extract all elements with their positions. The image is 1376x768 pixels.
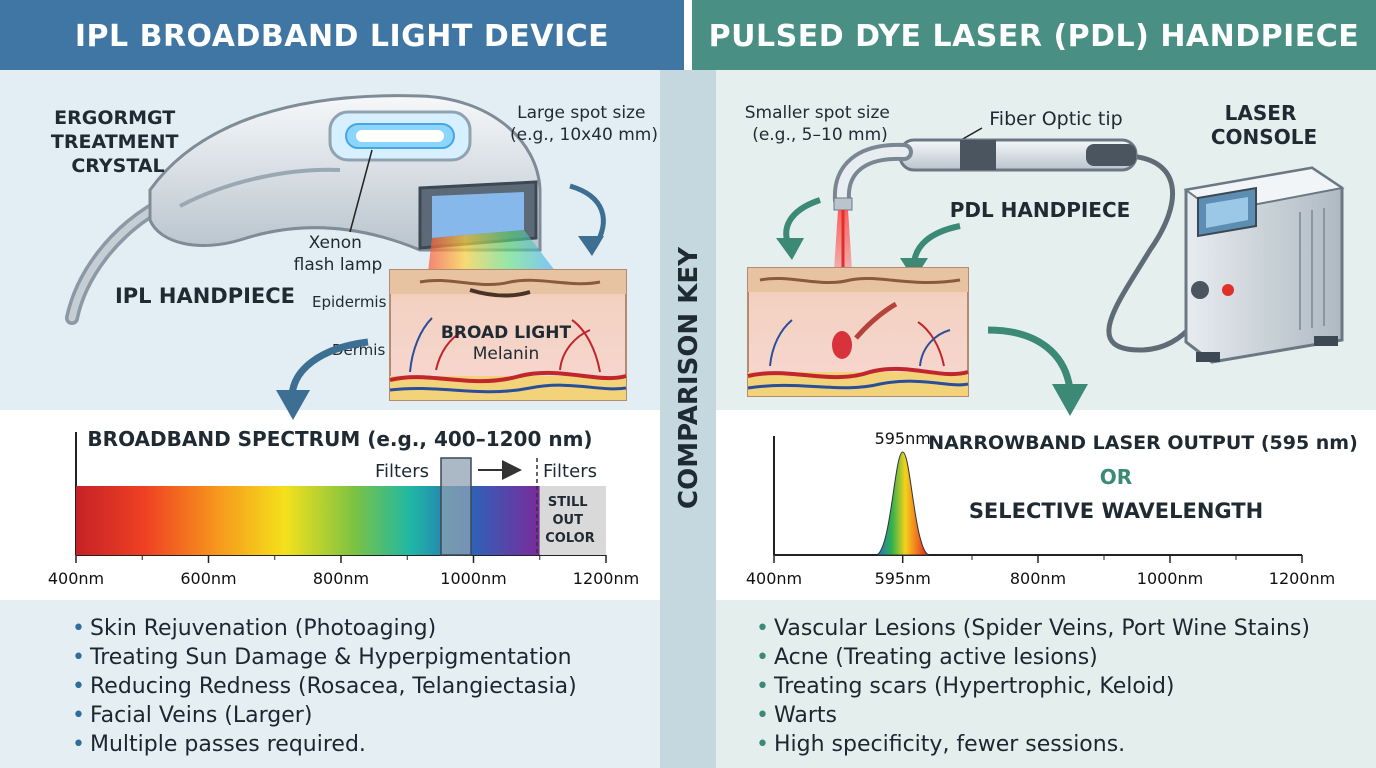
ipl-spectrum-title: BROADBAND SPECTRUM (e.g., 400–1200 nm) (87, 427, 592, 451)
ipl-indication-item: Treating Sun Damage & Hyperpigmentation (70, 643, 577, 672)
pdl-console-label: LASER CONSOLE (1211, 101, 1317, 149)
pdl-narrowband-peak (876, 451, 930, 556)
ipl-melanin-label: Melanin (473, 344, 540, 364)
pdl-indication-item: Acne (Treating active lesions) (754, 643, 1310, 672)
pdl-x-tick-label: 800nm (1010, 569, 1066, 588)
comparison-key-label: COMPARISON KEY (674, 246, 704, 509)
laser-console-illustration (1183, 166, 1345, 364)
ipl-broad-light-label: BROAD LIGHT (441, 323, 572, 343)
pdl-x-tick-label: 595nm (875, 569, 931, 588)
pdl-x-tick-label: 1200nm (1269, 569, 1335, 588)
pdl-header-bar (692, 0, 1376, 70)
ipl-handpiece-label: IPL HANDPIECE (115, 284, 295, 308)
ipl-still-out-region (539, 486, 606, 555)
pdl-indication-item: Vascular Lesions (Spider Veins, Port Win… (754, 614, 1310, 643)
pdl-spot-size-label: Smaller spot size (e.g., 5–10 mm) (745, 103, 896, 145)
pdl-indication-item: High specificity, fewer sessions. (754, 730, 1310, 759)
ipl-indication-item: Reducing Redness (Rosacea, Telangiectasi… (70, 672, 577, 701)
pdl-or-label: OR (1100, 465, 1132, 489)
ipl-indication-item: Multiple passes required. (70, 730, 577, 759)
ipl-filter-block (440, 457, 472, 556)
pdl-indications-list: Vascular Lesions (Spider Veins, Port Win… (754, 614, 1310, 759)
ipl-still-out-label: STILL OUT COLOR (545, 495, 594, 546)
ipl-filters-right-label: Filters (543, 461, 597, 482)
ipl-skin-cross-section (389, 269, 627, 401)
pdl-x-tick-label: 1000nm (1137, 569, 1203, 588)
pdl-fiber-tip-label: Fiber Optic tip (989, 108, 1122, 130)
ipl-epidermis-label: Epidermis (312, 293, 387, 311)
ipl-arrowhead-bottom (276, 390, 310, 420)
ipl-crystal-label: ERGORMGT TREATMENT CRYSTAL (51, 107, 185, 177)
pdl-selective-label: SELECTIVE WAVELENGTH (969, 499, 1263, 523)
comparison-divider (660, 70, 716, 768)
ipl-x-tick-label: 1200nm (573, 569, 639, 588)
pdl-arrowhead-left (776, 238, 804, 260)
header-gap (684, 0, 692, 70)
pdl-arrowhead-bottom (1052, 384, 1088, 416)
pdl-chart-bg (716, 410, 1376, 600)
pdl-peak-label: 595nm (875, 429, 931, 448)
pdl-indication-item: Warts (754, 701, 1310, 730)
ipl-spectrum-chart: 400nm 600nm 800nm 1000nm 1200nm (48, 457, 639, 588)
ipl-indication-item: Facial Veins (Larger) (70, 701, 577, 730)
ipl-indications-list: Skin Rejuvenation (Photoaging) Treating … (70, 614, 577, 759)
pdl-handpiece-label: PDL HANDPIECE (950, 198, 1131, 222)
ipl-indication-item: Skin Rejuvenation (Photoaging) (70, 614, 577, 643)
ipl-x-tick-label: 800nm (313, 569, 369, 588)
pdl-spectrum-chart: 595nm 400nm 595nm 800nm 1000nm 1200nm (746, 429, 1335, 588)
pdl-output-label: NARROWBAND LASER OUTPUT (595 nm) (928, 432, 1358, 454)
ipl-header-bar (0, 0, 684, 70)
ipl-curved-arrow-bottom (288, 338, 369, 399)
pdl-header-title: PULSED DYE LASER (PDL) HANDPIECE (709, 19, 1360, 54)
ipl-lamp-label: Xenon flash lamp (294, 233, 383, 275)
pdl-x-tick-label: 400nm (746, 569, 802, 588)
pdl-skin-cross-section (747, 267, 969, 397)
pdl-indication-item: Treating scars (Hypertrophic, Keloid) (754, 672, 1310, 701)
ipl-x-tick-label: 1000nm (440, 569, 506, 588)
ipl-header-title: IPL BROADBAND LIGHT DEVICE (75, 19, 609, 54)
pdl-curved-arrow-bottom (987, 326, 1074, 391)
ipl-x-tick-label: 600nm (180, 569, 236, 588)
ipl-arrowhead-top (578, 236, 604, 256)
ipl-spot-size-label: Large spot size (e.g., 10x40 mm) (510, 103, 658, 145)
ipl-x-tick-label: 400nm (48, 569, 104, 588)
ipl-filters-left-label: Filters (375, 461, 429, 482)
